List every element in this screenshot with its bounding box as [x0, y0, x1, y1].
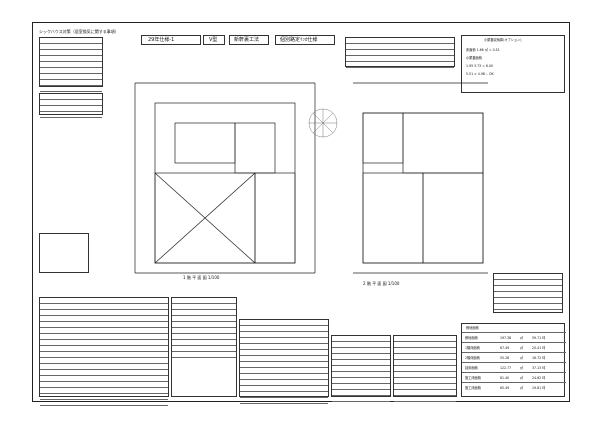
legend-table [39, 93, 103, 118]
area-row: 敷地面積 197.38 ㎡ 59.71 坪 [462, 332, 566, 343]
area-row-extra: 19.81 坪 [532, 386, 546, 390]
window-list-box [393, 335, 457, 402]
method-title: 新軒裏工法 [234, 37, 260, 43]
area-row: 延床面積 122.77 ㎡ 37.13 坪 [462, 362, 566, 373]
ventilation-table [39, 37, 103, 92]
area-row-label: 敷地面積 [465, 336, 478, 340]
area-row-value: 65.49 [500, 386, 510, 390]
attic-line2: 小屋裏面積 [466, 56, 482, 60]
area-row-value: 55.28 [500, 356, 510, 360]
spec-title: 29年仕様-1 [148, 37, 175, 43]
ventilation-calc-box [239, 319, 329, 404]
symbol-legend [39, 233, 89, 273]
area-row-value: 197.38 [500, 336, 512, 340]
roof-title: 個別路定ｲｯｶ仕様 [280, 37, 318, 43]
sick-house-caption: シックハウス対策（居室換気に関する事項） [39, 29, 119, 34]
notes-box [345, 37, 455, 68]
area-table: 敷地面積 敷地面積 197.38 ㎡ 59.71 坪 1階床面積 67.49 ㎡ 20.41 … [461, 323, 566, 397]
first-floor-plan [134, 82, 338, 274]
area-row-unit: ㎡ [520, 376, 524, 380]
type-title: V型 [209, 37, 218, 43]
attic-caption: 小屋裏収納庫(オプション) [484, 38, 522, 42]
first-floor-label: 1 階 平 面 図 1/100 [183, 275, 220, 280]
area-calc-box [171, 297, 237, 397]
attic-line4: 5.51 > 4.98 ∴ OK [466, 72, 494, 76]
area-row-unit: ㎡ [520, 386, 524, 390]
second-floor-plan [353, 82, 488, 274]
area-row-label: 1階床面積 [465, 346, 480, 350]
area-row-unit: ㎡ [520, 346, 524, 350]
area-row-value: 67.49 [500, 346, 510, 350]
area-row-extra: 20.41 坪 [532, 346, 546, 350]
area-row-label: 施工床面積 [465, 386, 481, 390]
area-row-unit: ㎡ [520, 356, 524, 360]
area-row-label: 延床面積 [465, 366, 478, 370]
area-row: 2階床面積 55.28 ㎡ 16.72 坪 [462, 352, 566, 363]
spec-title-box: 29年仕様-1 [141, 35, 201, 45]
type-title-box: V型 [203, 35, 225, 45]
area-row-extra: 16.72 坪 [532, 356, 546, 360]
area-row: 施工床面積 81.40 ㎡ 24.62 坪 [462, 372, 566, 383]
area-row-label: 2階床面積 [465, 356, 480, 360]
area-row-extra: 59.71 坪 [532, 336, 546, 340]
area-table-title: 敷地面積 [466, 326, 479, 330]
area-row-value: 122.77 [500, 366, 512, 370]
roof-title-box: 個別路定ｲｯｶ仕様 [275, 35, 335, 45]
method-title-box: 新軒裏工法 [229, 35, 269, 45]
drawing-sheet: シックハウス対策（居室換気に関する事項） 29年仕様-1 V型 新軒裏工法 個別… [32, 22, 570, 406]
attic-line3: 1.95 3.73 = 6.00 [466, 64, 494, 68]
area-row-extra: 24.62 坪 [532, 376, 546, 380]
area-row-unit: ㎡ [520, 336, 524, 340]
area-row: 施工床面積 65.49 ㎡ 19.81 坪 [462, 382, 566, 393]
area-row-extra: 37.13 坪 [532, 366, 546, 370]
fire-notes-box [493, 273, 563, 313]
spec-notes-table [39, 297, 169, 406]
area-row: 1階床面積 67.49 ㎡ 20.41 坪 [462, 342, 566, 353]
area-row-label: 施工床面積 [465, 376, 481, 380]
room-list-box [331, 335, 391, 402]
second-floor-label: 2 階 平 面 図 1/100 [363, 281, 400, 286]
area-row-unit: ㎡ [520, 366, 524, 370]
attic-line1: 床面積 1.66 ㎡ = 0.51 [466, 48, 500, 52]
area-row-value: 81.40 [500, 376, 510, 380]
